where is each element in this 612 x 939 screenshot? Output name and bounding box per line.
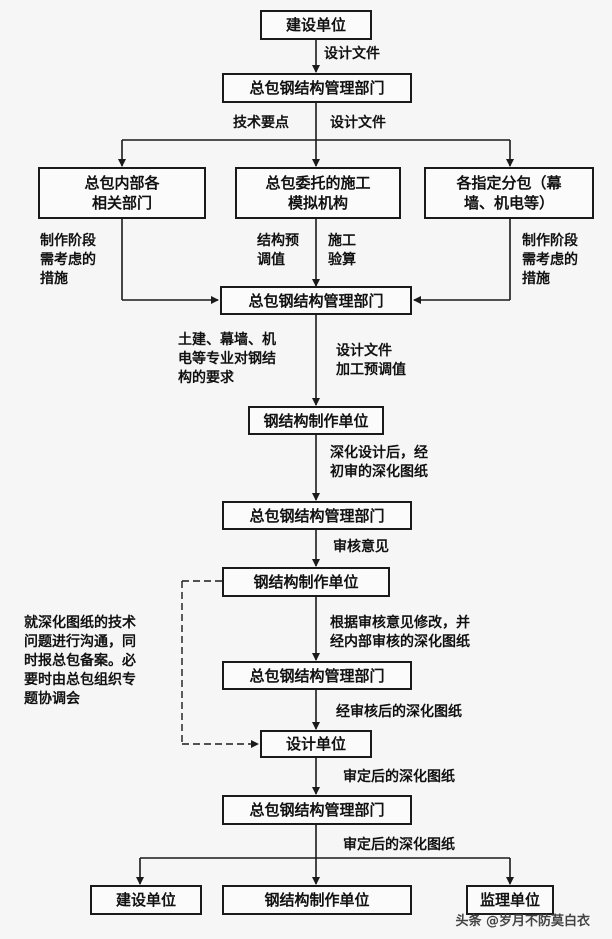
- structure-precamber-line-1: 结构预: [257, 233, 299, 249]
- right-measures-line-3: 措施: [522, 271, 550, 287]
- label-approved-drawings-2: 审定后的深化图纸: [343, 837, 455, 853]
- communication-note-line-3: 时报总包备案。必: [24, 653, 136, 669]
- detailed-drawings-line-1: 深化设计后，经: [330, 445, 428, 461]
- left-measures-line-2: 需考虑的: [40, 252, 96, 268]
- out-fabricator-box: 钢结构制作单位: [222, 885, 412, 915]
- gc-mgmt-label-5: 总包钢结构管理部门: [249, 801, 385, 819]
- subcontract-line-1: 各指定分包（幕: [456, 174, 562, 192]
- label-construction-check: 施工 验算: [328, 232, 356, 270]
- fabricator-label-1: 钢结构制作单位: [263, 411, 369, 430]
- out-supervisor-box: 监理单位: [466, 885, 554, 915]
- gc-mgmt-box-4: 总包钢结构管理部门: [222, 661, 412, 690]
- left-measures-line-1: 制作阶段: [40, 233, 96, 249]
- fabricator-box-2: 钢结构制作单位: [222, 567, 390, 597]
- sim-agency-line-1: 总包委托的施工: [265, 174, 371, 192]
- design-unit-box: 设计单位: [260, 730, 372, 758]
- label-review-comments: 审核意见: [333, 539, 389, 555]
- sim-agency-box: 总包委托的施工 模拟机构: [235, 167, 401, 219]
- gc-mgmt-label-3: 总包钢结构管理部门: [249, 506, 385, 525]
- out-fabricator-label: 钢结构制作单位: [264, 891, 370, 909]
- out-client-box: 建设单位: [90, 885, 202, 915]
- design-unit-label: 设计单位: [285, 735, 346, 753]
- label-tech-points: 技术要点: [233, 115, 289, 131]
- subcontract-box: 各指定分包（幕 墙、机电等）: [424, 167, 594, 219]
- revised-drawings-line-1: 根据审核意见修改，并: [330, 615, 470, 631]
- communication-note-line-2: 问题进行沟通，同: [24, 634, 136, 650]
- trade-requirements-line-1: 土建、幕墙、机: [178, 332, 276, 348]
- structure-precamber-line-2: 调值: [257, 252, 285, 268]
- subcontract-line-2: 墙、机电等）: [463, 194, 554, 212]
- communication-note-line-5: 题协调会: [24, 691, 80, 707]
- out-client-label: 建设单位: [115, 891, 176, 909]
- gc-mgmt-label-4: 总包钢结构管理部门: [249, 666, 385, 685]
- gc-internal-box: 总包内部各 相关部门: [38, 167, 206, 219]
- sim-agency-line-2: 模拟机构: [287, 194, 348, 212]
- gc-mgmt-label-2: 总包钢结构管理部门: [248, 291, 384, 310]
- client-top-label: 建设单位: [285, 16, 346, 34]
- revised-drawings-line-2: 经内部审核的深化图纸: [330, 634, 470, 650]
- gc-internal-line-2: 相关部门: [91, 194, 152, 212]
- label-left-measures: 制作阶段 需考虑的 措施: [40, 232, 96, 289]
- client-top-box: 建设单位: [260, 10, 372, 40]
- gc-mgmt-box-1: 总包钢结构管理部门: [222, 73, 412, 103]
- label-structure-precamber: 结构预 调值: [257, 232, 299, 270]
- right-measures-line-2: 需考虑的: [522, 252, 578, 268]
- gc-internal-line-1: 总包内部各: [84, 174, 160, 192]
- left-measures-line-3: 措施: [40, 271, 68, 287]
- gc-mgmt-box-3: 总包钢结构管理部门: [222, 501, 412, 530]
- trade-requirements-line-2: 电等专业对钢结: [178, 351, 276, 367]
- gc-mgmt-box-2: 总包钢结构管理部门: [220, 286, 412, 315]
- label-revised-drawings: 根据审核意见修改，并 经内部审核的深化图纸: [330, 614, 470, 652]
- label-design-docs-2: 设计文件: [330, 115, 386, 131]
- label-communication-note: 就深化图纸的技术 问题进行沟通，同 时报总包备案。必 要时由总包组织专 题协调会: [24, 614, 136, 709]
- fabricator-box-1: 钢结构制作单位: [248, 406, 384, 435]
- gc-mgmt-box-5: 总包钢结构管理部门: [222, 795, 412, 825]
- label-detailed-drawings-reviewed: 深化设计后，经 初审的深化图纸: [330, 444, 428, 482]
- fabricator-label-2: 钢结构制作单位: [253, 573, 359, 591]
- trade-requirements-line-3: 构的要求: [178, 370, 234, 386]
- gc-mgmt-label-1: 总包钢结构管理部门: [249, 79, 385, 97]
- watermark: 头条 @岁月不防莫白衣: [455, 914, 590, 929]
- label-approved-drawings-1: 审定后的深化图纸: [343, 769, 455, 785]
- construction-check-line-2: 验算: [328, 252, 356, 268]
- right-measures-line-1: 制作阶段: [522, 233, 578, 249]
- communication-note-line-4: 要时由总包组织专: [24, 672, 136, 688]
- communication-note-line-1: 就深化图纸的技术: [24, 615, 136, 631]
- detailed-drawings-line-2: 初审的深化图纸: [330, 464, 428, 480]
- label-right-measures: 制作阶段 需考虑的 措施: [522, 232, 578, 289]
- design-docs-precamber-line-1: 设计文件: [336, 343, 392, 359]
- label-reviewed-drawings: 经审核后的深化图纸: [336, 704, 462, 720]
- label-design-docs-precamber: 设计文件 加工预调值: [336, 342, 406, 380]
- label-design-docs-1: 设计文件: [324, 46, 380, 62]
- construction-check-line-1: 施工: [328, 233, 356, 249]
- label-trade-requirements: 土建、幕墙、机 电等专业对钢结 构的要求: [178, 331, 276, 388]
- design-docs-precamber-line-2: 加工预调值: [336, 362, 406, 378]
- out-supervisor-label: 监理单位: [479, 891, 540, 909]
